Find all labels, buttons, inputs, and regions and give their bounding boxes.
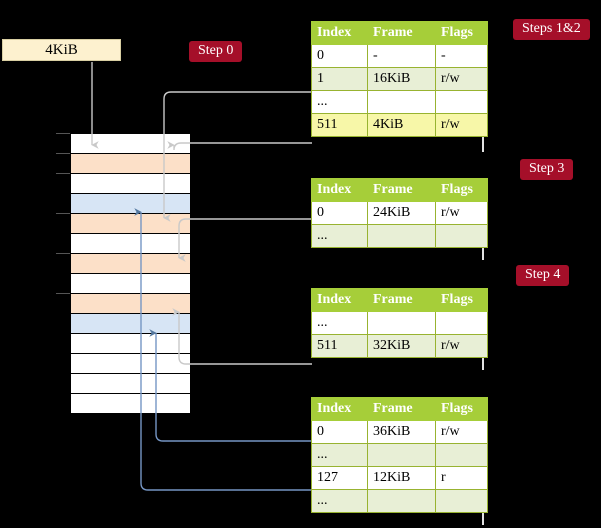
table-header-row: Index Frame Flags bbox=[311, 21, 488, 45]
memory-block bbox=[70, 293, 191, 314]
cell-index: 0 bbox=[311, 44, 368, 68]
memory-block bbox=[70, 193, 191, 214]
size-label-4kib: 4KiB bbox=[2, 39, 121, 61]
cell-index: ... bbox=[311, 90, 368, 114]
column-header-flags: Flags bbox=[435, 288, 488, 312]
cell-frame: 36KiB bbox=[367, 420, 436, 444]
memory-block bbox=[70, 353, 191, 374]
cell-flags: r/w bbox=[435, 113, 488, 137]
cell-frame: 32KiB bbox=[367, 334, 436, 358]
cell-frame: 4KiB bbox=[367, 113, 436, 137]
memory-block bbox=[70, 133, 191, 154]
column-header-frame: Frame bbox=[367, 178, 436, 202]
cell-index: ... bbox=[311, 489, 368, 513]
step-badge-step-3: Step 3 bbox=[520, 159, 574, 181]
cell-frame: 24KiB bbox=[367, 201, 436, 225]
column-header-frame: Frame bbox=[367, 21, 436, 45]
memory-block bbox=[70, 393, 191, 414]
column-header-flags: Flags bbox=[435, 21, 488, 45]
table-row[interactable]: 0 - - bbox=[311, 44, 488, 68]
cell-flags bbox=[435, 443, 488, 467]
level-3-page-table: Index Frame Flags ... 511 32KiB r/w bbox=[311, 288, 488, 358]
column-header-index: Index bbox=[311, 21, 368, 45]
memory-tick bbox=[56, 133, 70, 134]
memory-block bbox=[70, 233, 191, 254]
cell-frame bbox=[367, 489, 436, 513]
column-header-index: Index bbox=[311, 178, 368, 202]
memory-block bbox=[70, 313, 191, 334]
cell-frame bbox=[367, 224, 436, 248]
cell-frame bbox=[367, 443, 436, 467]
table-row[interactable]: 0 36KiB r/w bbox=[311, 420, 488, 444]
column-header-flags: Flags bbox=[435, 397, 488, 421]
table-row[interactable]: ... bbox=[311, 224, 488, 248]
cell-index: 511 bbox=[311, 334, 368, 358]
cell-frame bbox=[367, 311, 436, 335]
table-row[interactable]: 511 32KiB r/w bbox=[311, 334, 488, 358]
memory-block bbox=[70, 333, 191, 354]
memory-tick bbox=[56, 253, 70, 254]
cell-frame: 12KiB bbox=[367, 466, 436, 490]
cell-flags: r/w bbox=[435, 334, 488, 358]
column-header-frame: Frame bbox=[367, 288, 436, 312]
memory-block bbox=[70, 253, 191, 274]
level-2-page-table: Index Frame Flags 0 24KiB r/w ... bbox=[311, 178, 488, 248]
cell-flags: - bbox=[435, 44, 488, 68]
memory-tick bbox=[56, 213, 70, 214]
memory-tick bbox=[56, 293, 70, 294]
memory-block bbox=[70, 213, 191, 234]
step-badge-step-0: Step 0 bbox=[189, 41, 243, 63]
cell-flags bbox=[435, 311, 488, 335]
level-4-page-table: Index Frame Flags 0 36KiB r/w ... 127 12… bbox=[311, 397, 488, 513]
table-row[interactable]: ... bbox=[311, 90, 488, 114]
table-row[interactable]: 1 16KiB r/w bbox=[311, 67, 488, 91]
memory-block bbox=[70, 153, 191, 174]
memory-block bbox=[70, 173, 191, 194]
cell-index: 511 bbox=[311, 113, 368, 137]
cell-index: 0 bbox=[311, 201, 368, 225]
cell-index: 127 bbox=[311, 466, 368, 490]
table-row[interactable]: ... bbox=[311, 443, 488, 467]
cell-index: 0 bbox=[311, 420, 368, 444]
physical-memory-column bbox=[70, 133, 191, 415]
step-badge-step-4: Step 4 bbox=[516, 265, 570, 287]
table-row[interactable]: 0 24KiB r/w bbox=[311, 201, 488, 225]
cell-index: ... bbox=[311, 311, 368, 335]
column-header-frame: Frame bbox=[367, 397, 436, 421]
level-1-page-table: Index Frame Flags 0 - - 1 16KiB r/w ... … bbox=[311, 21, 488, 137]
table-header-row: Index Frame Flags bbox=[311, 288, 488, 312]
memory-tick bbox=[56, 153, 70, 154]
cell-flags bbox=[435, 90, 488, 114]
cell-index: 1 bbox=[311, 67, 368, 91]
cell-index: ... bbox=[311, 443, 368, 467]
column-header-index: Index bbox=[311, 288, 368, 312]
table-row[interactable]: ... bbox=[311, 489, 488, 513]
column-header-index: Index bbox=[311, 397, 368, 421]
table-row[interactable]: ... bbox=[311, 311, 488, 335]
cell-flags: r/w bbox=[435, 67, 488, 91]
cell-frame: - bbox=[367, 44, 436, 68]
table-header-row: Index Frame Flags bbox=[311, 397, 488, 421]
table-row[interactable]: 511 4KiB r/w bbox=[311, 113, 488, 137]
cell-frame bbox=[367, 90, 436, 114]
memory-block bbox=[70, 273, 191, 294]
cell-frame: 16KiB bbox=[367, 67, 436, 91]
memory-block bbox=[70, 373, 191, 394]
cell-flags: r bbox=[435, 466, 488, 490]
column-header-flags: Flags bbox=[435, 178, 488, 202]
cell-flags bbox=[435, 489, 488, 513]
memory-tick bbox=[56, 173, 70, 174]
cell-flags bbox=[435, 224, 488, 248]
table-header-row: Index Frame Flags bbox=[311, 178, 488, 202]
step-badge-steps-1-and-2: Steps 1&2 bbox=[513, 19, 590, 41]
table-row[interactable]: 127 12KiB r bbox=[311, 466, 488, 490]
cell-flags: r/w bbox=[435, 420, 488, 444]
cell-index: ... bbox=[311, 224, 368, 248]
cell-flags: r/w bbox=[435, 201, 488, 225]
